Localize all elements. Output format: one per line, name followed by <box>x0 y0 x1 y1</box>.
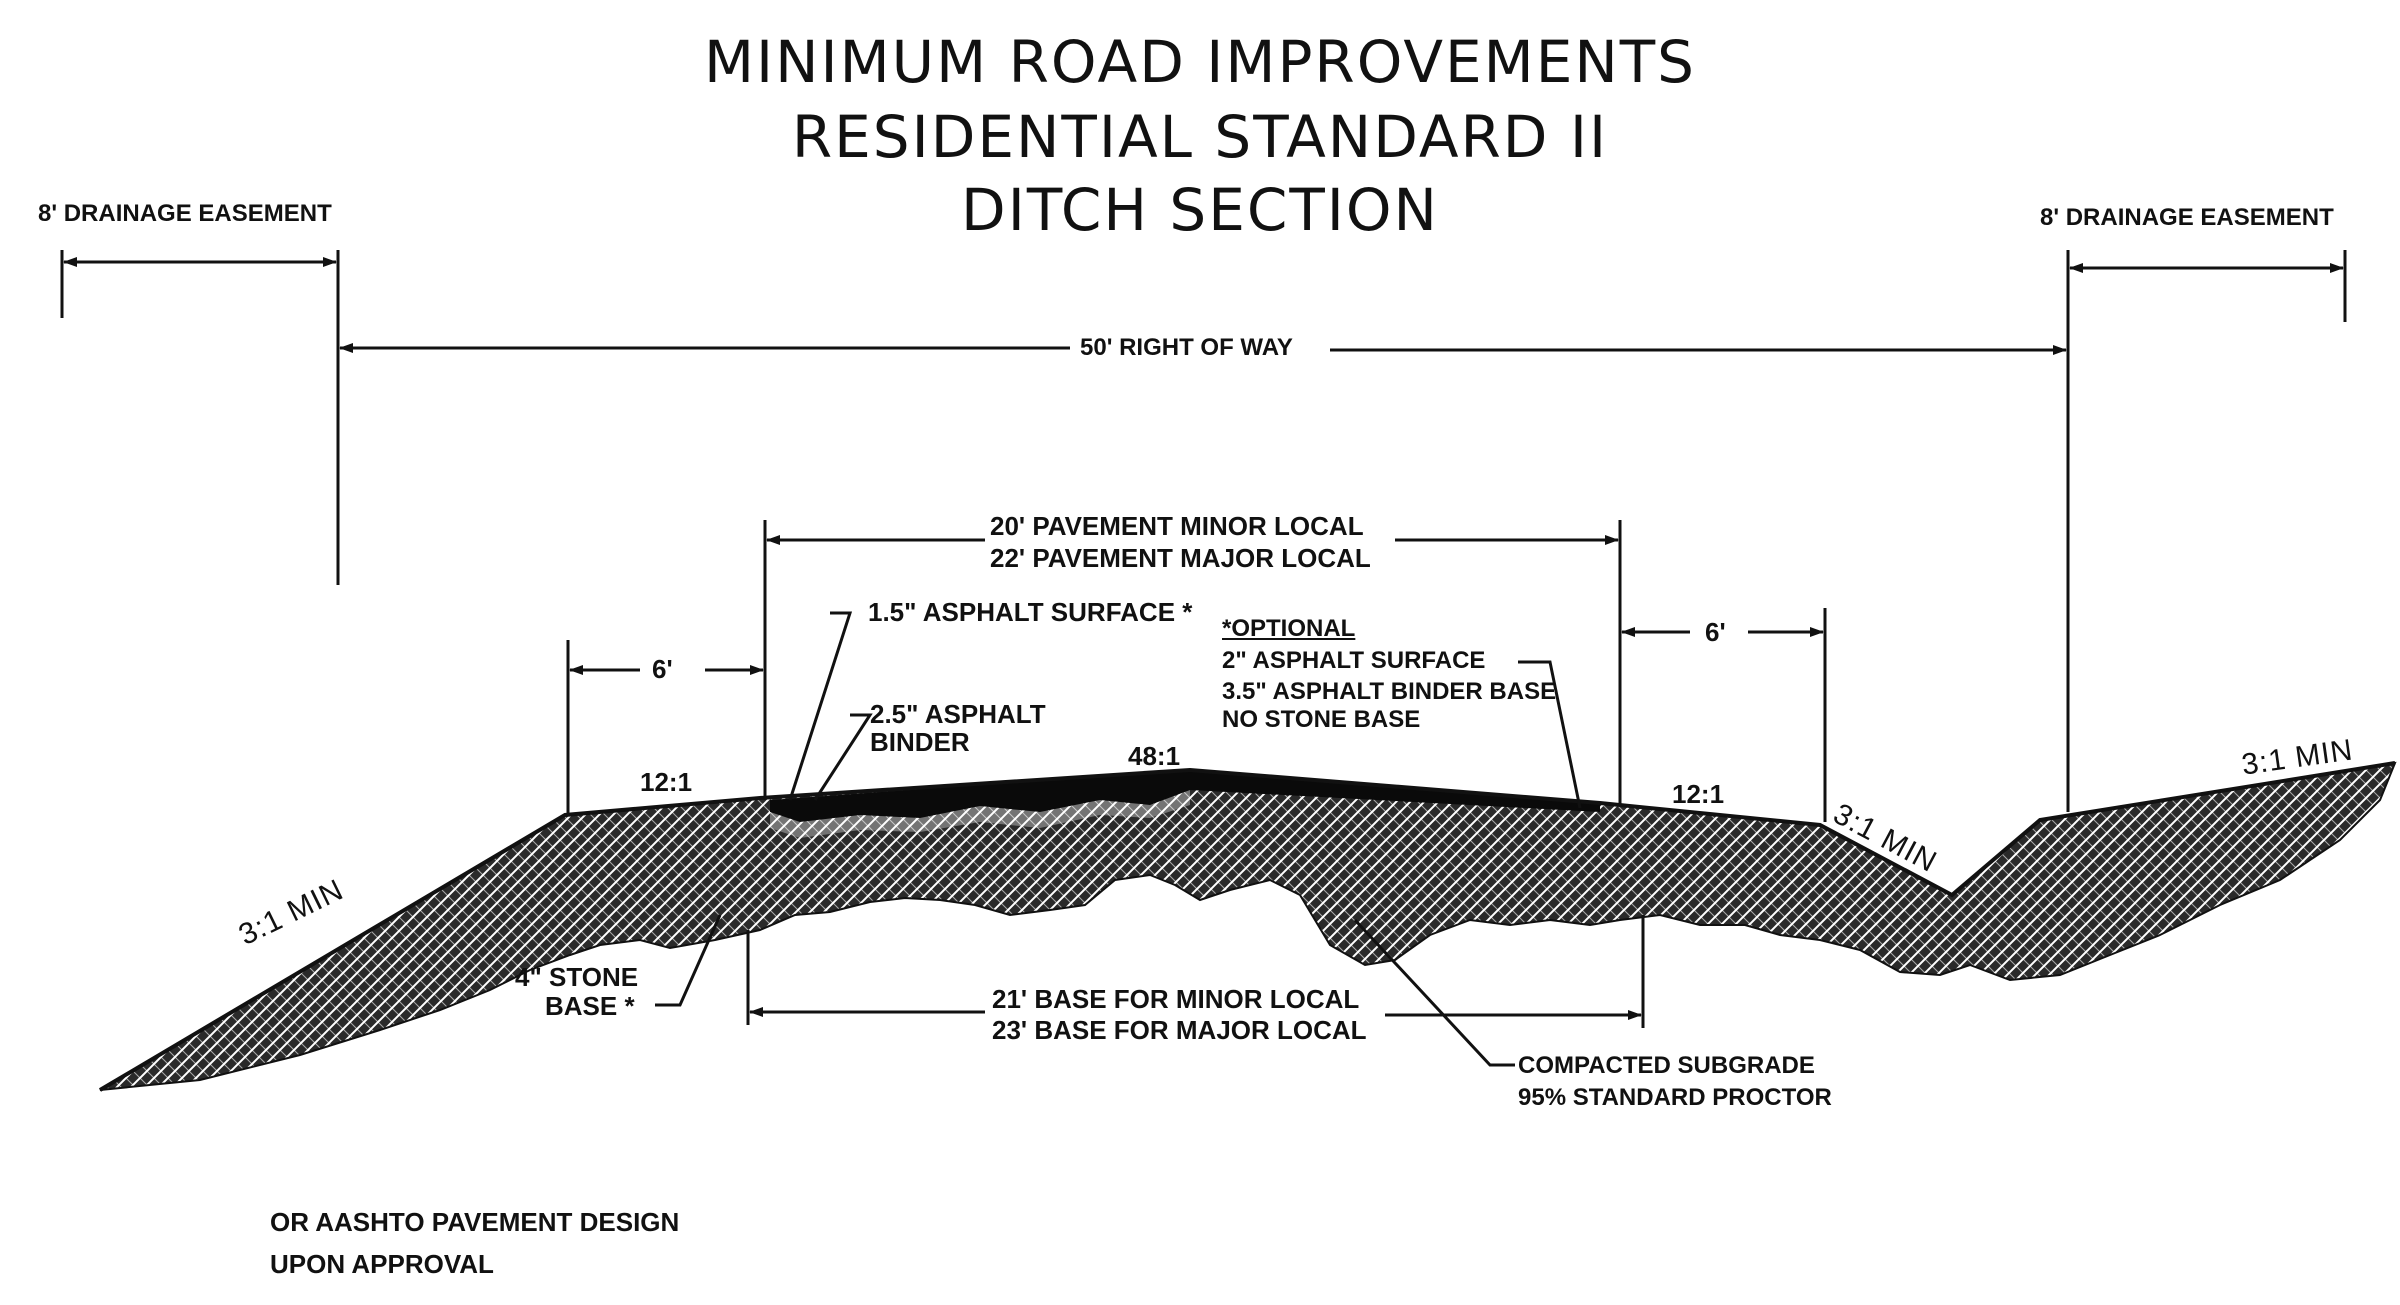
slope-12-right: 12:1 <box>1672 779 1725 809</box>
note-line-1: OR AASHTO PAVEMENT DESIGN <box>270 1207 680 1237</box>
asphalt-binder-label-1: 2.5" ASPHALT <box>870 699 1046 729</box>
asphalt-surface-label: 1.5" ASPHALT SURFACE * <box>868 597 1193 627</box>
subgrade-label-1: COMPACTED SUBGRADE <box>1518 1052 1815 1079</box>
shoulder-right-label: 6' <box>1705 617 1726 647</box>
asphalt-layer <box>770 770 1600 822</box>
stone-base-label-1: 4" STONE <box>515 962 639 992</box>
earth-section <box>99 761 2397 1091</box>
subgrade-label-2: 95% STANDARD PROCTOR <box>1518 1084 1832 1111</box>
pavement-minor-label: 20' PAVEMENT MINOR LOCAL <box>990 511 1364 541</box>
title-line-3: DITCH SECTION <box>961 176 1439 244</box>
title-line-2: RESIDENTIAL STANDARD II <box>791 103 1609 171</box>
optional-line-2: 3.5" ASPHALT BINDER BASE <box>1222 678 1557 705</box>
asphalt-binder-label-2: BINDER <box>870 727 970 757</box>
base-major-label: 23' BASE FOR MAJOR LOCAL <box>992 1015 1367 1045</box>
surface-line <box>98 761 2396 1092</box>
right-of-way-label: 50' RIGHT OF WAY <box>1080 334 1293 361</box>
stone-base-layer <box>770 790 1190 838</box>
pavement-major-label: 22' PAVEMENT MAJOR LOCAL <box>990 543 1371 573</box>
title-line-1: MINIMUM ROAD IMPROVEMENTS <box>703 28 1697 96</box>
base-minor-label: 21' BASE FOR MINOR LOCAL <box>992 984 1360 1014</box>
easement-right-label: 8' DRAINAGE EASEMENT <box>2040 204 2334 231</box>
slope-48: 48:1 <box>1128 741 1181 771</box>
easement-left-label: 8' DRAINAGE EASEMENT <box>38 200 332 227</box>
slope-12-left: 12:1 <box>640 767 693 797</box>
optional-title: *OPTIONAL <box>1222 615 1356 642</box>
note-line-2: UPON APPROVAL <box>270 1249 494 1279</box>
shoulder-left-label: 6' <box>652 654 673 684</box>
optional-line-1: 2" ASPHALT SURFACE <box>1222 647 1486 674</box>
stone-base-label-2: BASE * <box>545 991 635 1021</box>
optional-line-3: NO STONE BASE <box>1222 706 1421 733</box>
